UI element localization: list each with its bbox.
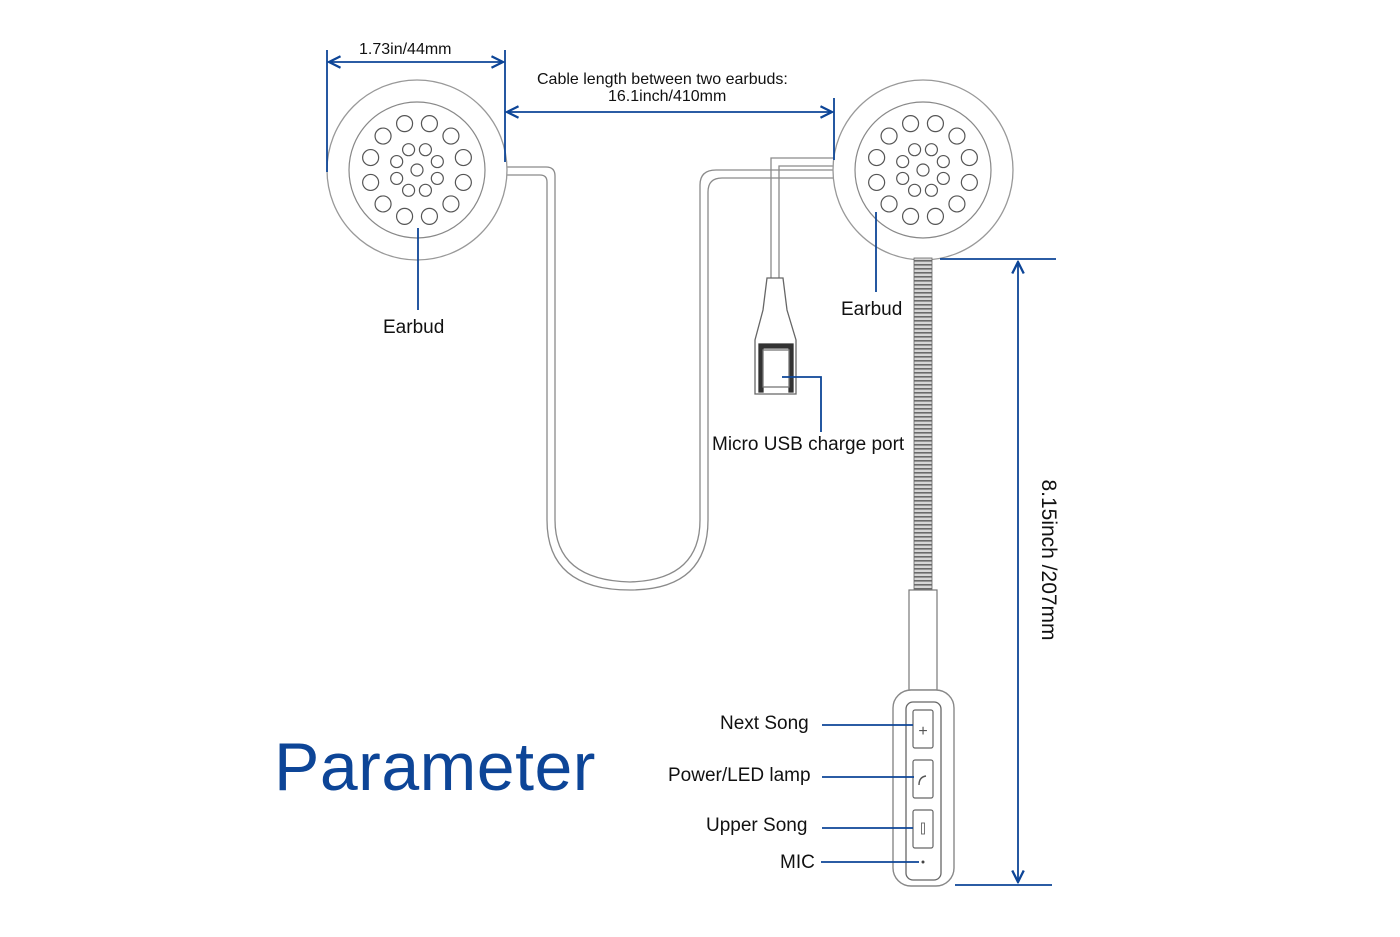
grille-hole [926, 115, 945, 133]
grille-hole [936, 154, 950, 169]
upper-song-label: Upper Song [706, 815, 808, 836]
grille-hole [418, 143, 433, 157]
grille-hole [907, 143, 922, 157]
earbud-left-graphic [326, 79, 508, 261]
grille-hole [926, 207, 945, 225]
grille-hole [868, 148, 886, 167]
grille-hole [868, 173, 886, 192]
grille-hole [442, 127, 460, 145]
grille-hole [390, 154, 404, 169]
earbud-inner-ring [348, 101, 486, 239]
cable-length-value: 16.1inch/410mm [608, 88, 727, 105]
grille-hole [454, 148, 472, 167]
grille-hole [896, 171, 910, 186]
grille-hole [401, 143, 416, 157]
power-button[interactable] [912, 759, 934, 799]
earbud-diameter-label: 1.73in/44mm [359, 41, 452, 58]
cable-length-title: Cable length between two earbuds: [537, 71, 788, 88]
earbud-left-label: Earbud [383, 317, 445, 338]
grille-hole [390, 171, 404, 186]
earbud-inner-ring [854, 101, 992, 239]
usb-connector [754, 277, 797, 395]
earbud-right-graphic [832, 79, 1014, 261]
minus-icon [921, 822, 925, 835]
mic-dot-icon [921, 860, 925, 864]
grille-hole [960, 148, 978, 167]
grille-hole [896, 154, 910, 169]
grille-hole [454, 173, 472, 192]
grille-hole [418, 183, 433, 197]
grille-hole [901, 207, 920, 225]
grille-hole [374, 127, 392, 145]
control-pod: + [892, 689, 955, 887]
earbud-right-label: Earbud [841, 299, 903, 320]
mic-boom-coil [913, 257, 933, 591]
grille-hole [420, 115, 439, 133]
phone-icon [918, 775, 927, 786]
grille-hole [924, 143, 939, 157]
plus-icon: + [918, 723, 927, 740]
grille-hole [430, 171, 444, 186]
power-led-label: Power/LED lamp [668, 765, 811, 786]
page-title: Parameter [274, 729, 596, 805]
grille-hole [420, 207, 439, 225]
grille-hole [442, 195, 460, 213]
grille-hole [907, 183, 922, 197]
prev-song-button[interactable] [912, 809, 934, 849]
grille-hole [374, 195, 392, 213]
grille-hole [362, 173, 380, 192]
usb-port-label: Micro USB charge port [712, 434, 905, 455]
mic-boom-sleeve [908, 589, 938, 691]
grille-hole [880, 127, 898, 145]
mic-label: MIC [780, 852, 815, 873]
next-song-label: Next Song [720, 713, 809, 734]
grille-hole [948, 127, 966, 145]
grille-hole [395, 115, 414, 133]
usb-cable [770, 157, 836, 278]
grille-hole [410, 163, 424, 177]
boom-length-label: 8.15inch /207mm [1037, 479, 1060, 641]
grille-hole [936, 171, 950, 186]
grille-hole [395, 207, 414, 225]
grille-hole [401, 183, 416, 197]
grille-hole [430, 154, 444, 169]
grille-hole [880, 195, 898, 213]
grille-hole [924, 183, 939, 197]
grille-hole [916, 163, 930, 177]
grille-hole [960, 173, 978, 192]
grille-hole [362, 148, 380, 167]
cable-left [506, 166, 836, 591]
dimension-lines [326, 50, 1056, 886]
grille-hole [948, 195, 966, 213]
next-song-button[interactable] [912, 709, 934, 749]
grille-hole [901, 115, 920, 133]
